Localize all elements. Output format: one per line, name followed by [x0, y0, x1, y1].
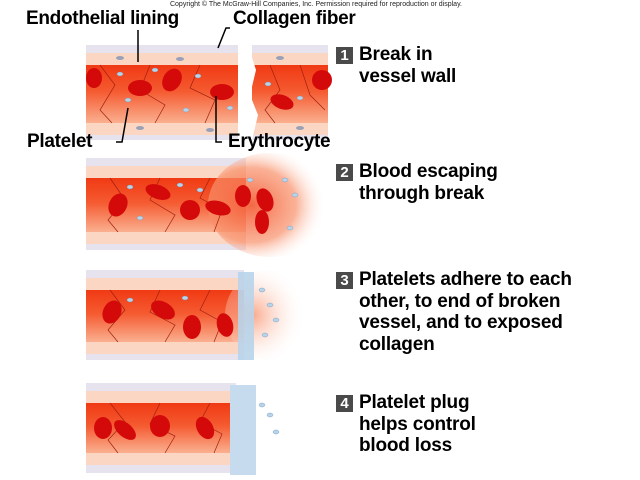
label-platelet: Platelet — [27, 131, 93, 152]
leader-collagen — [217, 27, 230, 49]
step-2: 2 Blood escaping through break — [336, 161, 498, 204]
platelet — [124, 97, 132, 103]
platelet — [226, 105, 234, 111]
platelet — [296, 95, 304, 101]
erythrocyte — [312, 70, 332, 90]
erythrocyte — [86, 68, 102, 88]
leader-platelet — [116, 107, 129, 143]
label-endothelial-lining: Endothelial lining — [26, 8, 179, 29]
platelet — [194, 73, 202, 79]
label-collagen-fiber: Collagen fiber — [233, 8, 356, 29]
step-badge: 4 — [336, 395, 353, 412]
platelet — [116, 71, 124, 77]
step-badge: 2 — [336, 164, 353, 181]
vessel-panel-3 — [86, 270, 315, 360]
step-description: Platelet plug helps control blood loss — [359, 392, 476, 456]
platelet — [182, 107, 190, 113]
step-description: Platelets adhere to each other, to end o… — [359, 269, 572, 355]
vessel-panel-1 — [86, 45, 332, 140]
platelet — [264, 81, 272, 87]
platelet — [151, 67, 159, 73]
step-badge: 1 — [336, 47, 353, 64]
platelet-cluster — [238, 272, 254, 360]
erythrocyte — [270, 94, 294, 110]
copyright-notice: Copyright © The McGraw-Hill Companies, I… — [169, 1, 462, 8]
erythrocyte — [128, 80, 152, 96]
step-description: Blood escaping through break — [359, 161, 498, 204]
step-description: Break in vessel wall — [359, 44, 457, 87]
step-badge: 3 — [336, 272, 353, 289]
step-4: 4 Platelet plug helps control blood loss — [336, 392, 476, 457]
erythrocyte — [162, 68, 182, 92]
erythrocyte — [210, 84, 234, 100]
vessel-panel-4 — [86, 383, 280, 475]
step-1: 1 Break in vessel wall — [336, 44, 456, 87]
step-3: 3 Platelets adhere to each other, to end… — [336, 269, 572, 355]
platelet-plug — [230, 385, 256, 475]
label-erythrocyte: Erythrocyte — [228, 131, 331, 152]
vessel-panel-2 — [86, 153, 332, 257]
leader-erythrocyte — [215, 96, 222, 143]
